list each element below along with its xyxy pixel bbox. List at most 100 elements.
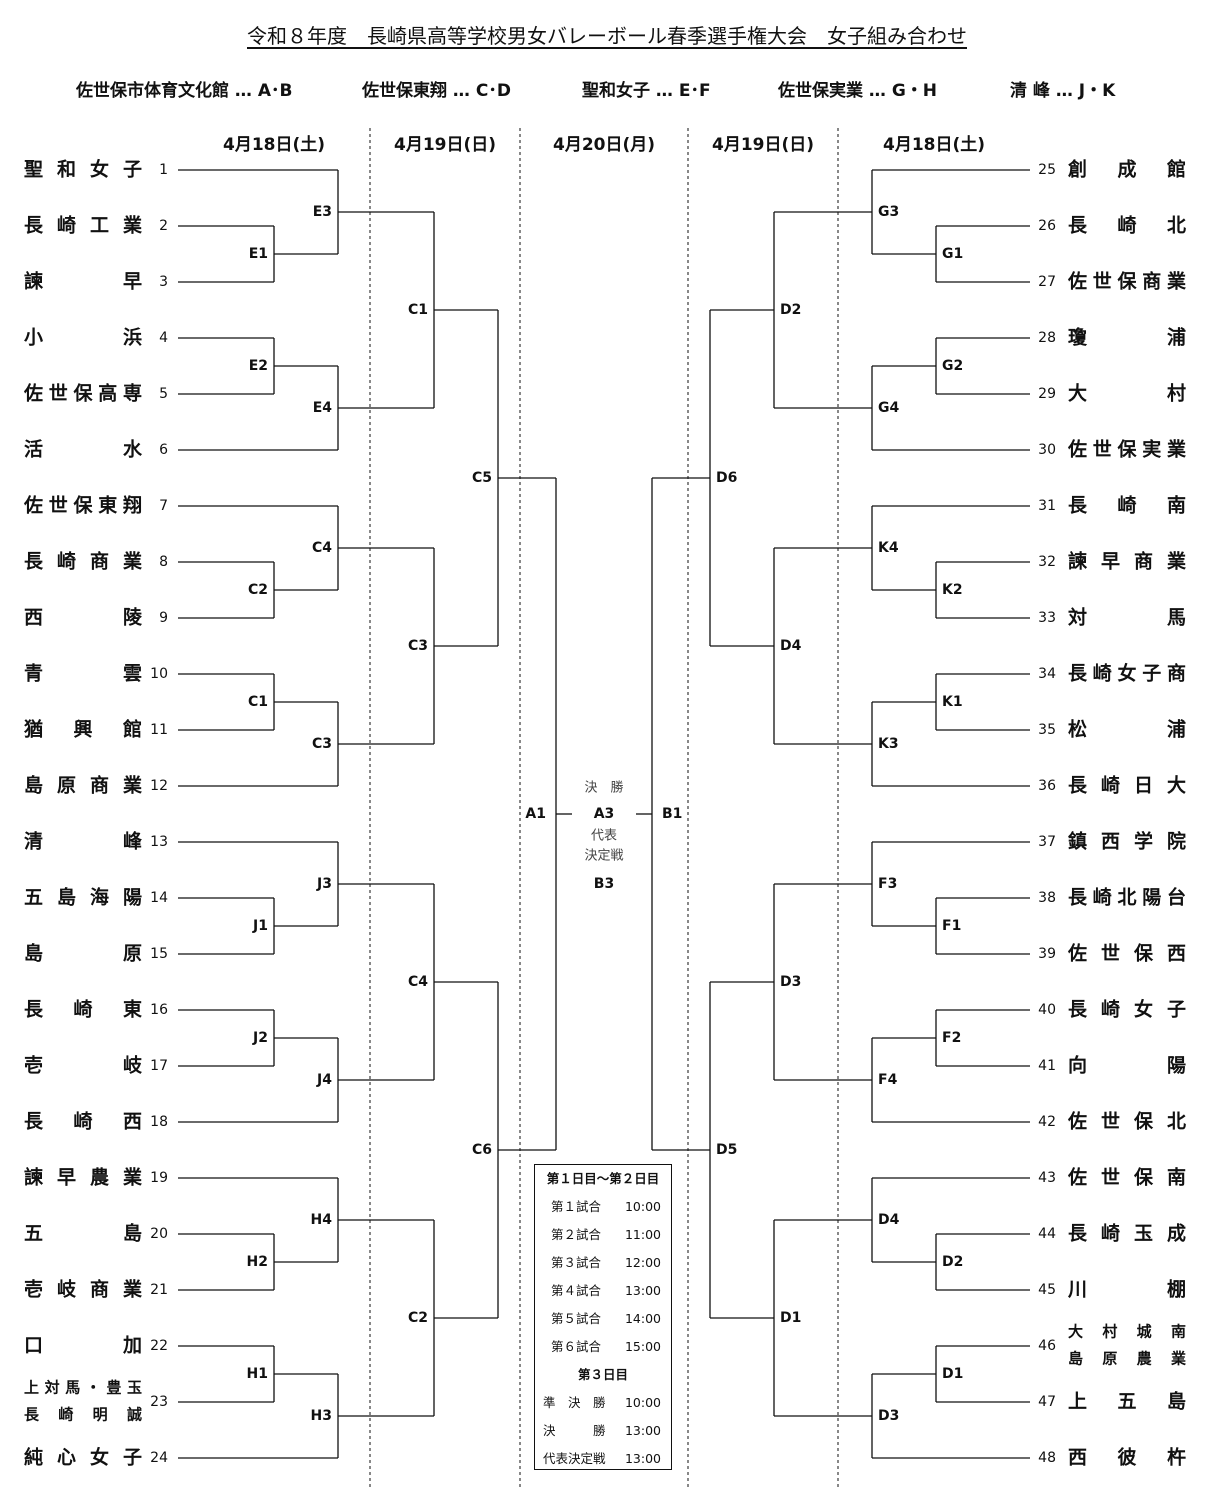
team-seed-number: 3	[159, 274, 168, 290]
venue-separator: …	[1055, 81, 1073, 101]
team-name: 諫早	[24, 270, 142, 293]
schedule-time: 13:00	[624, 1423, 661, 1438]
team-name: 長崎東	[24, 998, 142, 1021]
date-round1-left: 4月18日(土)	[222, 135, 326, 155]
team-name: 長崎西	[24, 1110, 142, 1133]
match-label: F2	[942, 1030, 961, 1046]
team-name: 口加	[24, 1335, 142, 1357]
team-seed-number: 32	[1038, 554, 1056, 570]
team-name: 清峰	[24, 830, 143, 853]
team-name: 佐世保実業	[1067, 438, 1187, 461]
venue-name: 佐世保市体育文化館	[76, 81, 229, 101]
team-seed-number: 1	[159, 162, 168, 178]
match-label: C4	[408, 974, 428, 990]
match-label: J2	[252, 1030, 268, 1046]
match-label: F1	[942, 918, 961, 934]
date-finals: 4月20日(月)	[552, 135, 656, 155]
team-name: 向陽	[1068, 1054, 1186, 1077]
team-seed-number: 35	[1038, 722, 1056, 738]
match-label: D5	[716, 1142, 737, 1158]
team-name: 島原	[24, 942, 142, 965]
final-title: 決 勝	[584, 781, 623, 796]
team-name: 佐世保高専	[23, 382, 142, 405]
match-label: E1	[249, 246, 268, 262]
match-label: D6	[716, 470, 737, 486]
team-name: 諫早商業	[1068, 550, 1187, 573]
match-label: J4	[316, 1072, 332, 1088]
team-name: 創成館	[1068, 158, 1186, 181]
team-name: 大村	[1068, 382, 1186, 405]
team-seed-number: 45	[1038, 1282, 1056, 1298]
team-seed-number: 41	[1038, 1058, 1056, 1074]
team-seed-number: 46	[1038, 1338, 1056, 1354]
match-label: C6	[472, 1142, 492, 1158]
match-label: G4	[878, 400, 899, 416]
match-label: C2	[248, 582, 268, 598]
match-label: H2	[247, 1254, 268, 1270]
team-seed-number: 47	[1038, 1394, 1056, 1410]
team-name: 大村城南	[1068, 1323, 1186, 1341]
team-seed-number: 39	[1038, 946, 1056, 962]
match-label: J3	[316, 876, 332, 892]
team-name: 西陵	[24, 606, 143, 629]
team-seed-number: 25	[1038, 162, 1056, 178]
match-label: E4	[313, 400, 333, 416]
team-name: 島原農業	[1068, 1350, 1187, 1368]
team-name: 壱岐	[24, 1054, 143, 1077]
team-name: 長崎工業	[24, 214, 143, 237]
venue-item: 佐世保東翔 … C･D	[362, 76, 511, 101]
team-name: 長崎玉成	[1068, 1222, 1186, 1245]
team-name: 長崎女子商	[1068, 662, 1186, 685]
venue-name: 清 峰	[1010, 81, 1050, 101]
match-label: G1	[942, 246, 963, 262]
match-label: H4	[311, 1212, 333, 1228]
team-seed-number: 44	[1038, 1226, 1056, 1242]
team-name: 青雲	[24, 663, 142, 685]
match-label: C4	[312, 540, 332, 556]
schedule-time: 14:00	[624, 1311, 661, 1326]
team-name: 長崎南	[1068, 494, 1186, 517]
team-seed-number: 26	[1038, 218, 1056, 234]
team-seed-number: 29	[1038, 386, 1056, 402]
team-seed-number: 40	[1038, 1002, 1056, 1018]
team-name: 長崎日大	[1068, 774, 1186, 797]
match-label: H3	[311, 1408, 332, 1424]
team-seed-number: 7	[159, 498, 168, 514]
representative-match-title: 決定戦	[584, 849, 623, 864]
match-label: K2	[942, 582, 963, 598]
match-label: C1	[408, 302, 428, 318]
team-name: 長崎明誠	[24, 1406, 142, 1424]
team-seed-number: 42	[1038, 1114, 1056, 1130]
team-seed-number: 16	[150, 1002, 168, 1018]
match-label: C3	[312, 736, 332, 752]
venue-separator: …	[655, 81, 673, 101]
schedule-label: 第１試合	[551, 1199, 602, 1214]
match-label: G2	[942, 358, 963, 374]
team-name: 佐世保南	[1067, 1166, 1186, 1189]
team-seed-number: 5	[159, 386, 168, 402]
team-seed-number: 11	[150, 722, 168, 738]
schedule-heading-day-3: 第３日目	[577, 1367, 628, 1382]
team-name: 佐世保東翔	[23, 494, 142, 517]
team-name: 川棚	[1067, 1278, 1186, 1301]
team-name: 諫早農業	[24, 1166, 143, 1189]
match-label: D2	[942, 1254, 963, 1270]
venue-blocks: A･B	[257, 81, 293, 101]
team-seed-number: 15	[150, 946, 168, 962]
team-seed-number: 38	[1038, 890, 1056, 906]
team-name: 上五島	[1068, 1390, 1186, 1413]
schedule-time: 12:00	[624, 1255, 661, 1270]
venue-separator: …	[452, 81, 470, 101]
venue-item: 佐世保市体育文化館 … A･B	[76, 76, 292, 101]
team-seed-number: 4	[159, 330, 168, 346]
venue-blocks: J・K	[1078, 81, 1116, 101]
team-name: 小浜	[24, 327, 142, 349]
match-label: D1	[780, 1310, 801, 1326]
